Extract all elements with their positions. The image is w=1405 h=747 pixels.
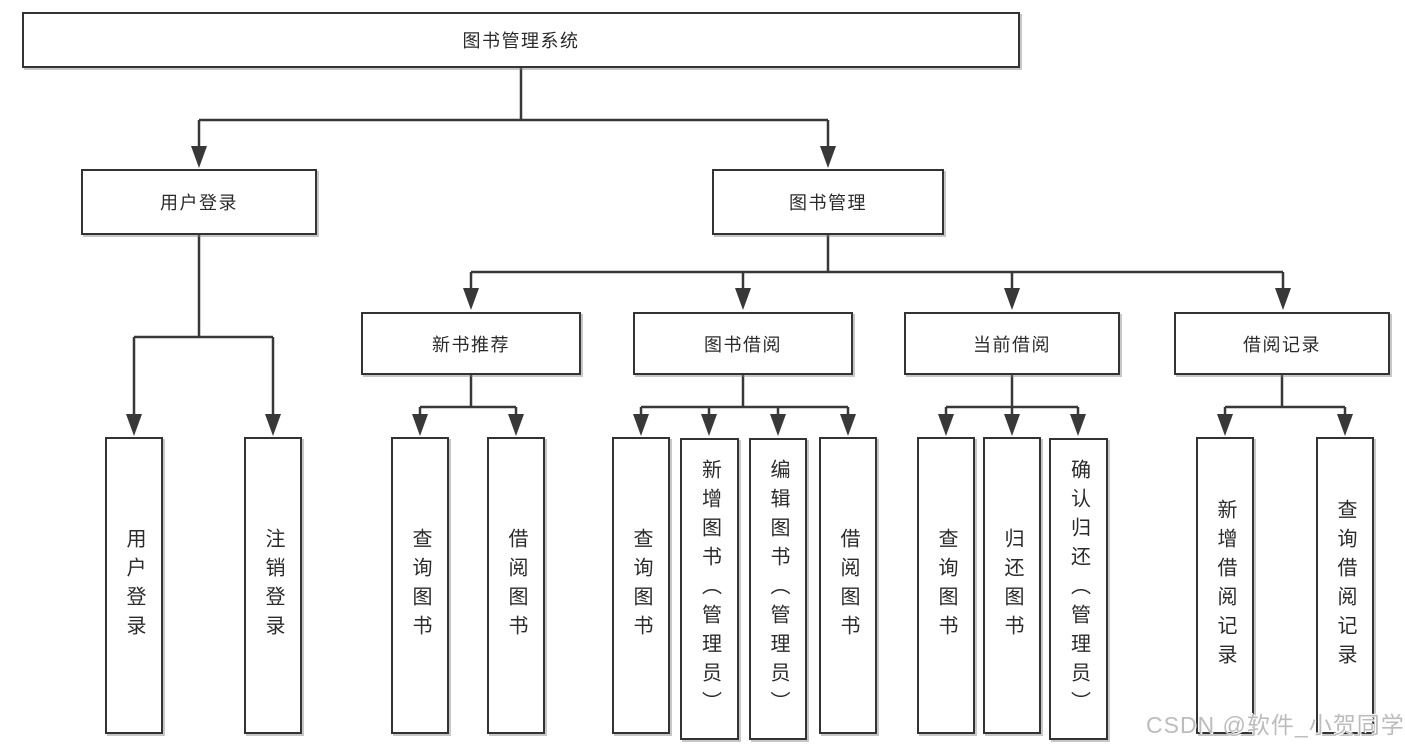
leaf-add-borrow-record-label: 新增借阅记录	[1214, 498, 1236, 673]
arrow-down-icon	[770, 414, 786, 436]
connector-book-management-branch	[463, 235, 1291, 310]
arrow-down-icon	[191, 146, 207, 168]
leaf-return-book-label: 归还图书	[1001, 527, 1023, 644]
node-book-borrow-label: 图书借阅	[704, 334, 782, 355]
node-borrow-records: 借阅记录	[1174, 312, 1390, 375]
leaf-query-borrow-record-label: 查询借阅记录	[1334, 498, 1356, 673]
leaf-borrow-query: 查询图书	[612, 437, 670, 734]
connector-borrow-records-branch	[1217, 375, 1353, 436]
leaf-user-login: 用户登录	[105, 437, 163, 734]
node-new-books-label: 新书推荐	[432, 334, 510, 355]
connector-book-borrow-branch	[633, 375, 856, 436]
watermark: CSDN @软件_小贺同学	[1146, 712, 1405, 738]
arrow-down-icon	[265, 414, 281, 436]
leaf-add-book-admin: 新增图书（管理员）	[680, 438, 739, 740]
leaf-user-login-label: 用户登录	[123, 527, 145, 644]
arrow-down-icon	[701, 414, 717, 436]
connector-current-borrow-branch	[938, 375, 1086, 436]
node-book-management: 图书管理	[712, 169, 944, 235]
node-root: 图书管理系统	[22, 12, 1020, 68]
arrow-down-icon	[126, 414, 142, 436]
node-current-borrow-label: 当前借阅	[973, 334, 1051, 355]
arrow-down-icon	[735, 288, 751, 310]
leaf-edit-book-admin-label: 编辑图书（管理员）	[767, 458, 789, 720]
arrow-down-icon	[633, 414, 649, 436]
arrow-down-icon	[508, 414, 524, 436]
arrow-down-icon	[1004, 288, 1020, 310]
leaf-borrow-book-label: 借阅图书	[837, 527, 859, 644]
arrow-down-icon	[1337, 414, 1353, 436]
leaf-edit-book-admin: 编辑图书（管理员）	[749, 438, 807, 740]
node-root-label: 图书管理系统	[462, 31, 580, 51]
arrow-down-icon	[1004, 414, 1020, 436]
node-book-management-label: 图书管理	[789, 193, 867, 213]
leaf-newbooks-query: 查询图书	[391, 437, 449, 734]
leaf-borrow-book: 借阅图书	[819, 437, 877, 734]
leaf-add-book-admin-label: 新增图书（管理员）	[698, 458, 721, 720]
arrow-down-icon	[412, 414, 428, 436]
node-borrow-records-label: 借阅记录	[1243, 334, 1321, 355]
connector-root-to-level2	[191, 68, 836, 168]
leaf-newbooks-query-label: 查询图书	[409, 527, 431, 644]
node-new-books: 新书推荐	[361, 312, 581, 375]
leaf-logout-label: 注销登录	[262, 527, 284, 644]
connector-new-books-branch	[412, 375, 524, 436]
node-current-borrow: 当前借阅	[904, 312, 1120, 375]
arrow-down-icon	[840, 414, 856, 436]
leaf-return-book: 归还图书	[983, 437, 1041, 734]
arrow-down-icon	[1217, 414, 1233, 436]
leaf-borrow-query-label: 查询图书	[630, 527, 652, 644]
node-user-login-label: 用户登录	[160, 193, 238, 213]
leaf-add-borrow-record: 新增借阅记录	[1196, 437, 1254, 734]
leaf-query-borrow-record: 查询借阅记录	[1316, 437, 1374, 734]
leaf-current-query: 查询图书	[917, 437, 975, 734]
node-user-login: 用户登录	[81, 169, 317, 235]
leaf-logout: 注销登录	[244, 437, 302, 734]
arrow-down-icon	[820, 146, 836, 168]
arrow-down-icon	[938, 414, 954, 436]
leaf-newbooks-borrow: 借阅图书	[487, 437, 545, 734]
leaf-confirm-return-admin: 确认归还（管理员）	[1049, 438, 1108, 740]
arrow-down-icon	[1070, 414, 1086, 436]
node-book-borrow: 图书借阅	[633, 312, 853, 375]
arrow-down-icon	[463, 288, 479, 310]
leaf-current-query-label: 查询图书	[935, 527, 957, 644]
connector-user-login-branch	[126, 235, 281, 436]
arrow-down-icon	[1275, 288, 1291, 310]
leaf-newbooks-borrow-label: 借阅图书	[505, 527, 527, 644]
leaf-confirm-return-admin-label: 确认归还（管理员）	[1067, 458, 1090, 720]
